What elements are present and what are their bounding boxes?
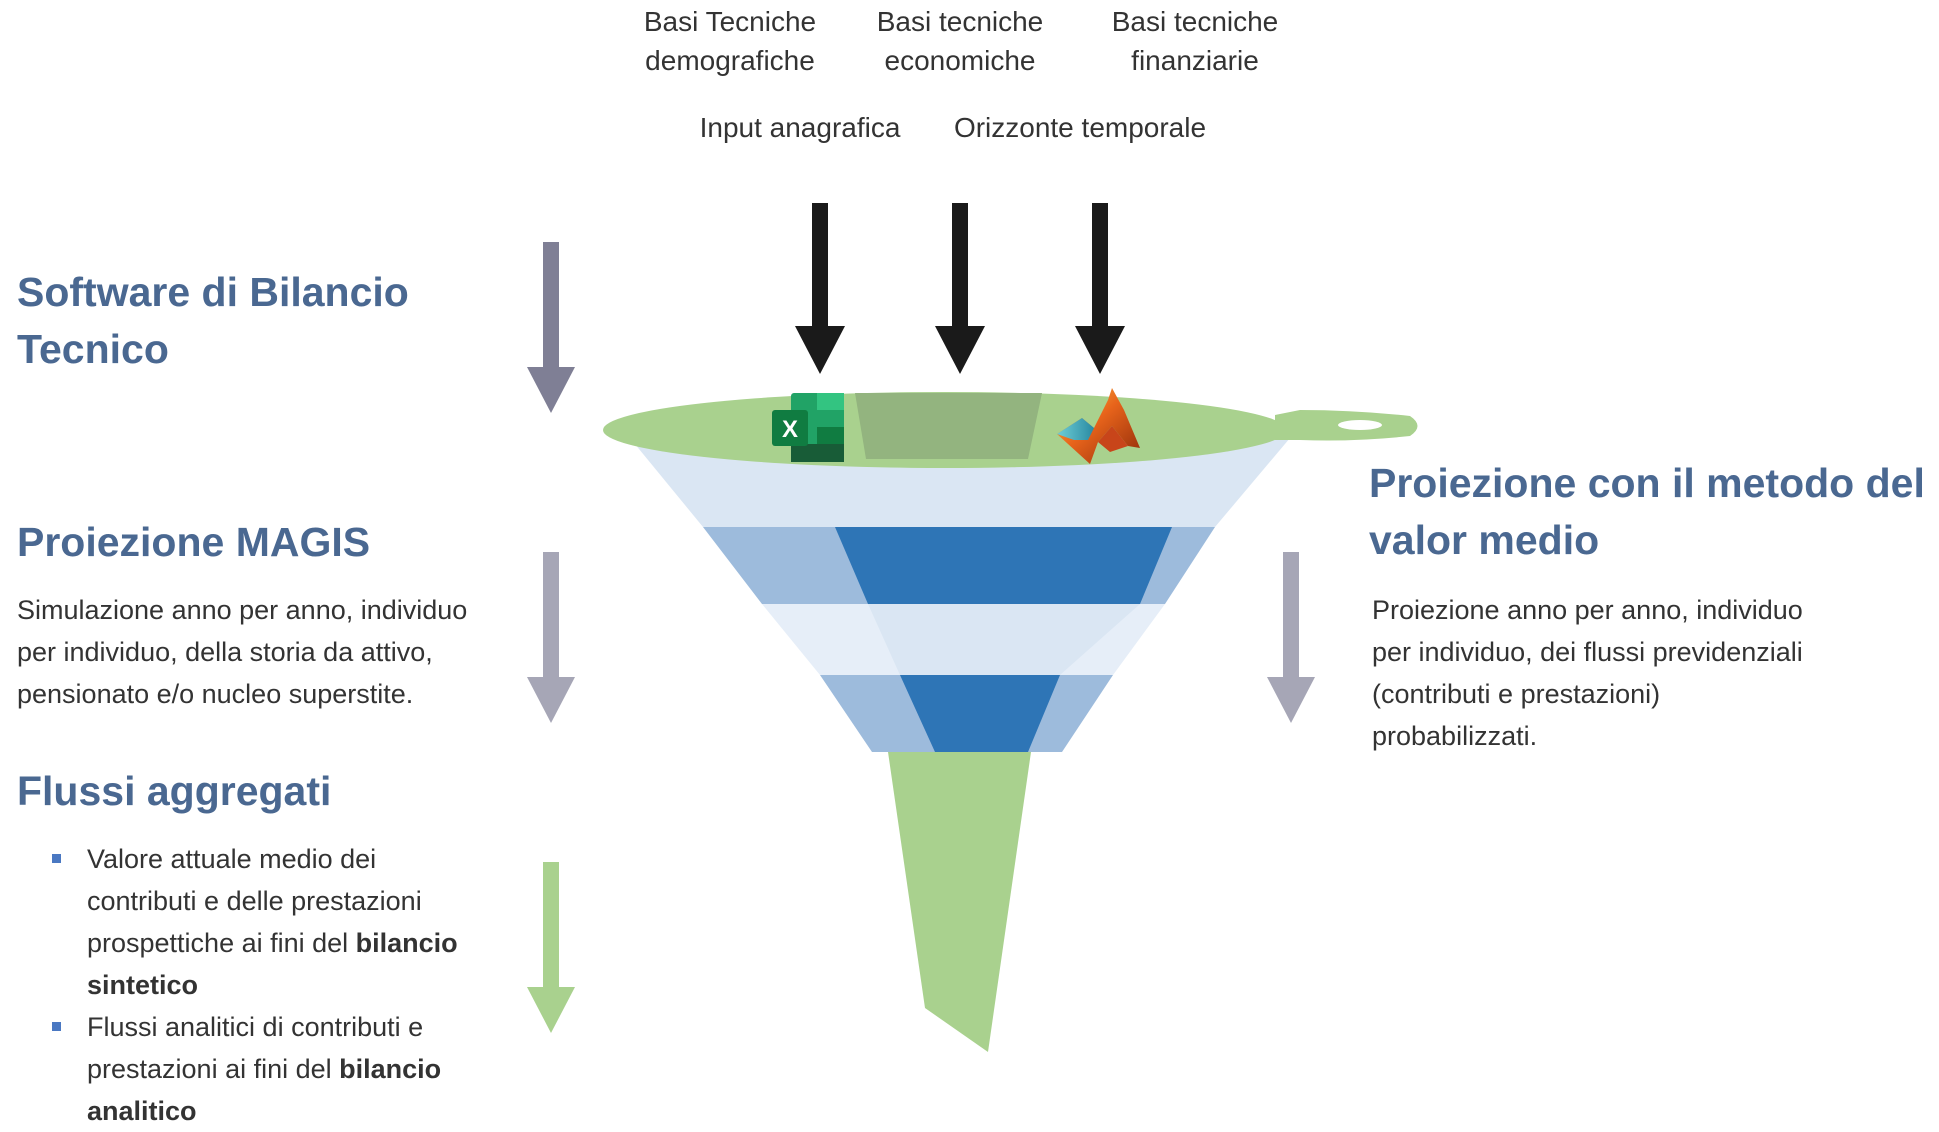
heading-line: Proiezione con il metodo del (1369, 460, 1925, 506)
arrow-magis (527, 552, 575, 723)
arrow-input-anagrafica (795, 203, 845, 374)
arrow-valor-medio (1267, 552, 1315, 723)
funnel-body (630, 438, 1290, 1052)
magis-title: Proiezione MAGIS (17, 519, 371, 565)
label-line: Basi tecniche (1111, 6, 1279, 37)
desc-line: per individuo, della storia da attivo, (17, 637, 433, 667)
heading-line: Tecnico (17, 326, 169, 372)
arrow-orizzonte-temporale (1075, 203, 1125, 374)
matlab-icon (1057, 388, 1140, 464)
label-line: demografiche (645, 45, 815, 76)
bullet-bold: analitico (87, 1096, 197, 1126)
label-line: economiche (884, 45, 1036, 76)
bullet-line: Valore attuale medio dei (87, 844, 377, 874)
excel-letter: X (782, 416, 798, 443)
label-orizzonte-temporale: Orizzonte temporale (953, 112, 1207, 143)
flussi-bullet-list: Valore attuale medio dei contributi e de… (17, 838, 458, 1132)
bullet-line: contributi e delle prestazioni (87, 886, 422, 916)
desc-line: (contributi e prestazioni) (1372, 679, 1661, 709)
bullet-bold: sintetico (87, 970, 199, 1000)
desc-line: per individuo, dei flussi previdenziali (1372, 637, 1803, 667)
bullet-bold: bilancio (355, 928, 458, 958)
bullet-bold: bilancio (339, 1054, 442, 1084)
arrow-basi-economiche (935, 203, 985, 374)
label-basi-demografiche: Basi Tecniche demografiche (620, 2, 840, 80)
software-title: Software di Bilancio Tecnico (17, 264, 409, 378)
desc-line: probabilizzati. (1372, 721, 1538, 751)
funnel-rim (603, 392, 1418, 468)
label-basi-finanziarie: Basi tecniche finanziarie (1090, 2, 1300, 80)
bullet-line: Flussi analitici di contributi e (87, 1012, 424, 1042)
excel-icon: X (772, 393, 844, 462)
label-line: Basi Tecniche (643, 6, 817, 37)
bullet-line: analitico (87, 1090, 458, 1132)
label-line: Basi tecniche (876, 6, 1044, 37)
arrow-software (527, 242, 575, 413)
bullet-sintetico: Valore attuale medio dei contributi e de… (17, 838, 458, 1006)
arrow-flussi (527, 862, 575, 1033)
bullet-line: prospettiche ai fini del bilancio (87, 922, 458, 964)
heading-line: valor medio (1369, 517, 1600, 563)
bullet-analitico: Flussi analitici di contributi e prestaz… (17, 1006, 458, 1132)
magis-description: Simulazione anno per anno, individuo per… (17, 589, 467, 715)
label-basi-economiche: Basi tecniche economiche (855, 2, 1065, 80)
valor-medio-title: Proiezione con il metodo del valor medio (1369, 455, 1925, 569)
heading-line: Software di Bilancio (17, 269, 409, 315)
valor-medio-description: Proiezione anno per anno, individuo per … (1372, 589, 1803, 757)
desc-line: Simulazione anno per anno, individuo (17, 595, 468, 625)
label-input-anagrafica: Input anagrafica (699, 112, 901, 143)
bullet-prefix: prestazioni ai fini del (87, 1054, 340, 1084)
bullet-line: prestazioni ai fini del bilancio (87, 1048, 458, 1090)
desc-line: pensionato e/o nucleo superstite. (17, 679, 414, 709)
bullet-prefix: prospettiche ai fini del (87, 928, 356, 958)
bullet-line: sintetico (87, 964, 458, 1006)
label-line: finanziarie (1131, 45, 1259, 76)
flussi-title: Flussi aggregati (17, 768, 332, 814)
desc-line: Proiezione anno per anno, individuo (1372, 595, 1803, 625)
